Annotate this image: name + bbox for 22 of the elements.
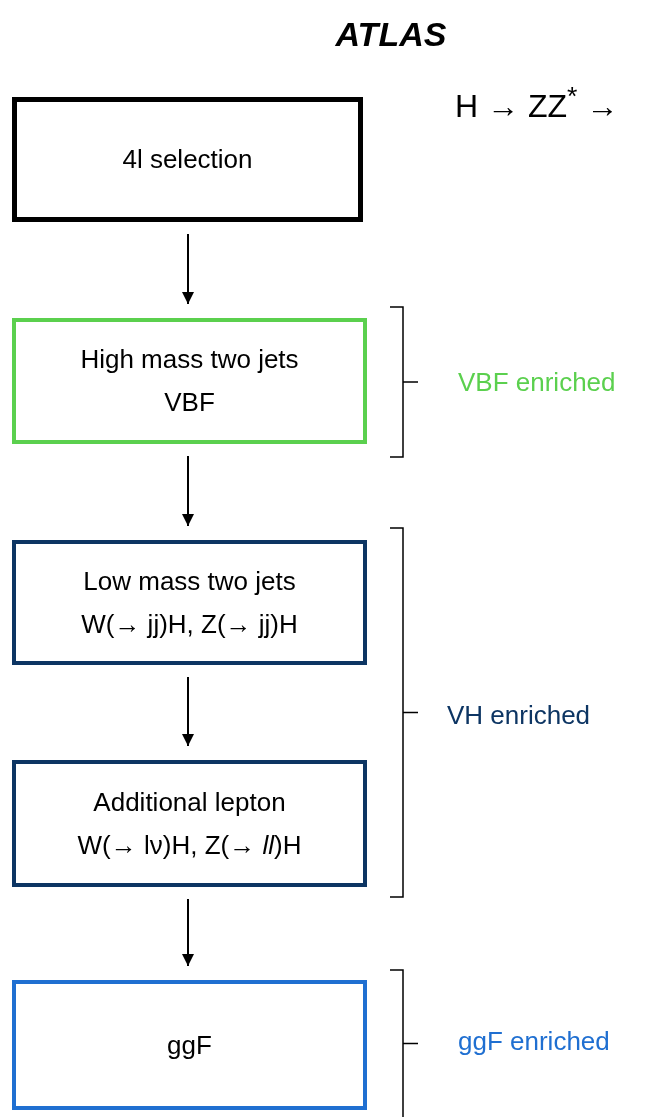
process-box — [12, 540, 367, 665]
process-box — [12, 318, 367, 444]
group-label: ggF enriched — [458, 1027, 610, 1056]
process-label: W(→ jj)H, Z(→ jj)H — [81, 609, 298, 639]
box-title: 4l selection — [122, 145, 253, 174]
process-label: VBF — [164, 388, 215, 417]
process-label: W(→ lν)H, Z(→ ll)H — [77, 830, 302, 860]
arrow — [182, 676, 194, 747]
arrow — [182, 455, 194, 527]
box-title: Low mass two jets — [83, 566, 296, 596]
box-title: Additional lepton — [93, 787, 286, 817]
group-label: VBF enriched — [458, 368, 616, 397]
arrow — [182, 233, 194, 305]
arrow — [182, 898, 194, 967]
box-title: High mass two jets — [80, 345, 299, 374]
group-label: VH enriched — [447, 701, 591, 730]
process-box — [12, 97, 363, 222]
process-header: H → ZZ$^{*}$ → — [455, 82, 619, 124]
process-box — [12, 760, 367, 887]
title: ATLAS — [334, 16, 448, 54]
process-box — [12, 980, 367, 1110]
box-title: ggF — [167, 1030, 212, 1060]
